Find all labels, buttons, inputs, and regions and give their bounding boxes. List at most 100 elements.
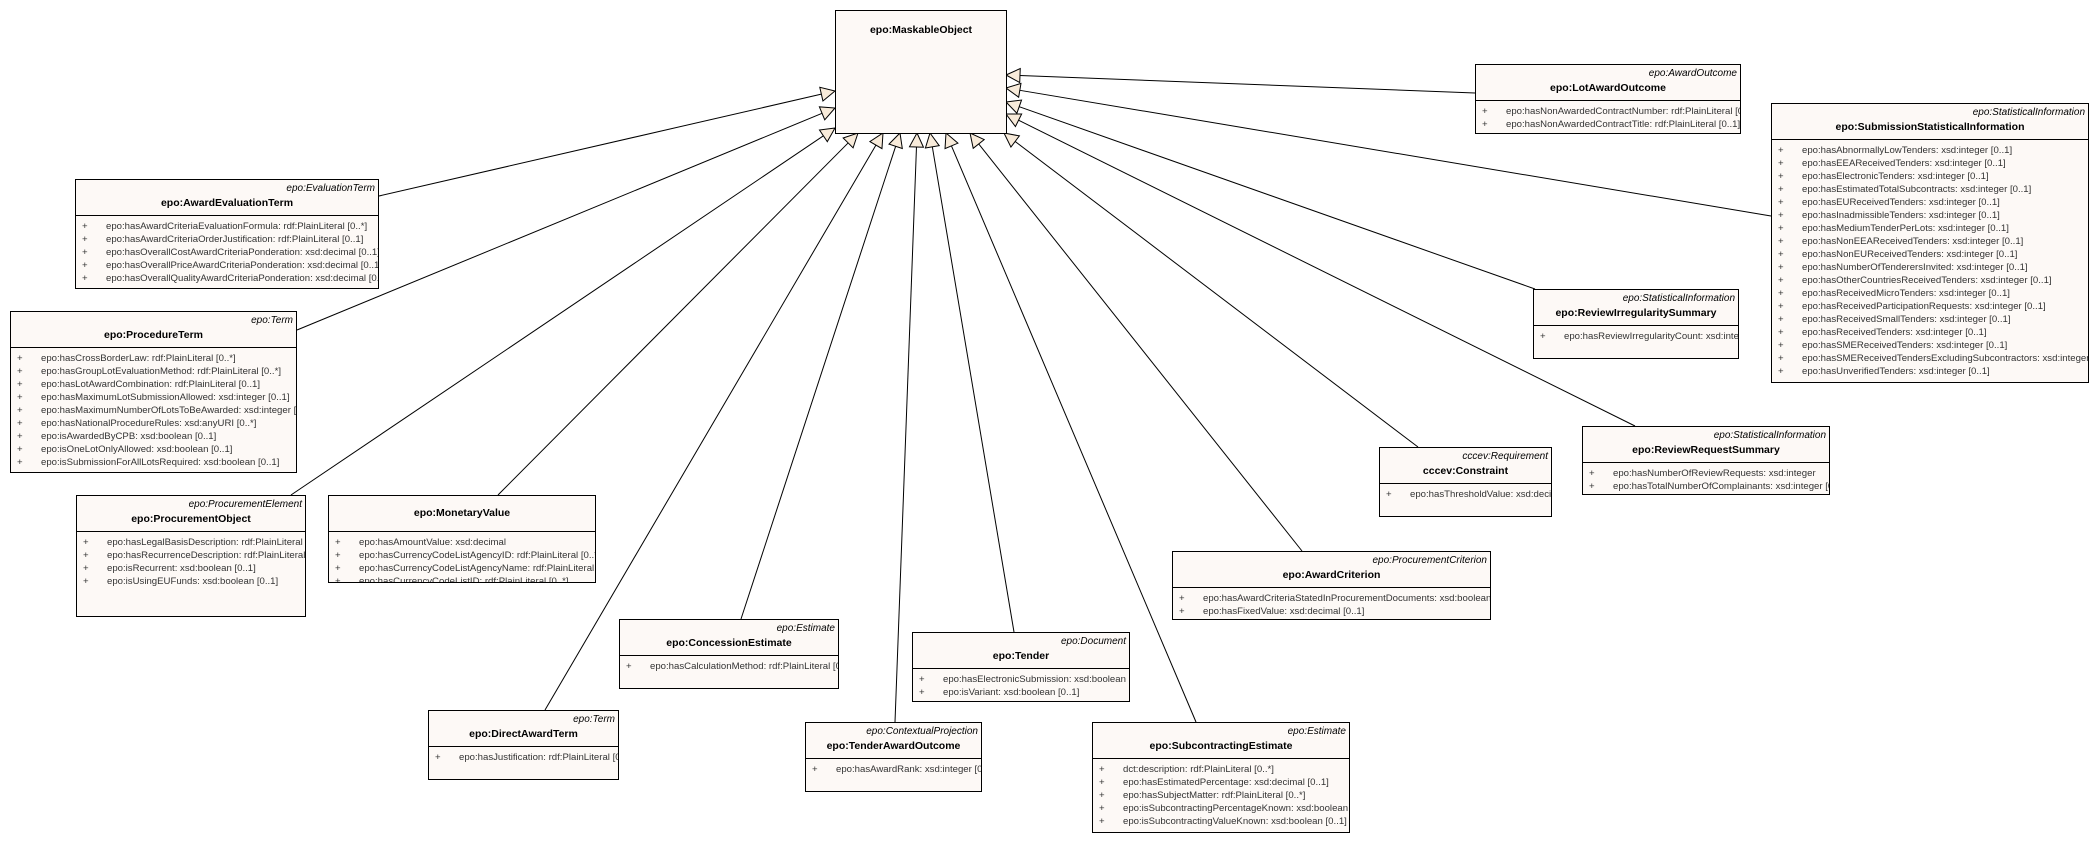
attribute-row[interactable]: +epo:hasOtherCountriesReceivedTenders: x… bbox=[1772, 274, 2088, 287]
attribute-row[interactable]: +epo:hasReviewIrregularityCount: xsd:int… bbox=[1534, 330, 1738, 343]
attribute-row[interactable]: +epo:hasLegalBasisDescription: rdf:Plain… bbox=[77, 536, 305, 549]
attribute-row[interactable]: +epo:hasAbnormallyLowTenders: xsd:intege… bbox=[1772, 144, 2088, 157]
attribute-row[interactable]: +epo:hasInadmissibleTenders: xsd:integer… bbox=[1772, 209, 2088, 222]
generalization-line-monetary-value[interactable] bbox=[497, 142, 849, 496]
attribute-row[interactable]: +epo:hasNationalProcedureRules: xsd:anyU… bbox=[11, 417, 296, 430]
attribute-row[interactable]: +epo:hasReceivedSmallTenders: xsd:intege… bbox=[1772, 313, 2088, 326]
attribute-row[interactable]: +epo:hasOverallQualityAwardCriteriaPonde… bbox=[76, 272, 378, 285]
attribute-row[interactable]: +epo:hasCurrencyCodeListAgencyName: rdf:… bbox=[329, 562, 595, 575]
attribute-row[interactable]: +epo:hasCurrencyCodeListID: rdf:PlainLit… bbox=[329, 575, 595, 582]
public-visibility-icon: + bbox=[1778, 210, 1784, 221]
public-visibility-icon: + bbox=[335, 550, 341, 561]
attribute-row[interactable]: +epo:hasAmountValue: xsd:decimal bbox=[329, 536, 595, 549]
attribute-row[interactable]: +epo:hasLotAwardCombination: rdf:PlainLi… bbox=[11, 378, 296, 391]
attribute-row[interactable]: +epo:hasAwardRank: xsd:integer [0..1] bbox=[806, 763, 981, 776]
generalization-line-constraint[interactable] bbox=[1014, 141, 1419, 448]
attribute-row[interactable]: +epo:hasMaximumLotSubmissionAllowed: xsd… bbox=[11, 391, 296, 404]
attribute-row[interactable]: +epo:hasSMEReceivedTenders: xsd:integer … bbox=[1772, 339, 2088, 352]
attribute-row[interactable]: +epo:hasUnverifiedTenders: xsd:integer [… bbox=[1772, 365, 2088, 378]
attribute-row[interactable]: +epo:isSubcontractingPercentageKnown: xs… bbox=[1093, 802, 1349, 815]
attribute-row[interactable]: +epo:hasCrossBorderLaw: rdf:PlainLiteral… bbox=[11, 352, 296, 365]
attribute-row[interactable]: +epo:hasSMEReceivedTendersExcludingSubco… bbox=[1772, 352, 2088, 365]
attribute-row[interactable]: +epo:hasOverallPriceAwardCriteriaPondera… bbox=[76, 259, 378, 272]
attribute-row[interactable]: +epo:hasReceivedParticipationRequests: x… bbox=[1772, 300, 2088, 313]
class-name: epo:ProcedureTerm bbox=[104, 329, 203, 341]
attribute-row[interactable]: +epo:hasElectronicSubmission: xsd:boolea… bbox=[913, 673, 1129, 686]
class-stereotype: epo:Term bbox=[251, 315, 293, 326]
public-visibility-icon: + bbox=[1778, 236, 1784, 247]
attribute-row[interactable]: +epo:isOneLotOnlyAllowed: xsd:boolean [0… bbox=[11, 443, 296, 456]
generalization-line-procedure-term[interactable] bbox=[296, 112, 823, 331]
attribute-row[interactable]: +epo:hasElectronicTenders: xsd:integer [… bbox=[1772, 170, 2088, 183]
attribute-row[interactable]: +epo:hasGroupLotEvaluationMethod: rdf:Pl… bbox=[11, 365, 296, 378]
attribute-row[interactable]: +epo:hasMediumTenderPerLots: xsd:integer… bbox=[1772, 222, 2088, 235]
generalization-line-review-request-summary[interactable] bbox=[1018, 119, 1636, 427]
public-visibility-icon: + bbox=[1778, 301, 1784, 312]
public-visibility-icon: + bbox=[812, 764, 818, 775]
attribute-text: epo:hasNumberOfTenderersInvited: xsd:int… bbox=[1802, 262, 2028, 273]
attribute-row[interactable]: +epo:hasAwardCriteriaEvaluationFormula: … bbox=[76, 220, 378, 233]
attribute-row[interactable]: +epo:hasRecurrenceDescription: rdf:Plain… bbox=[77, 549, 305, 562]
attribute-text: epo:hasLotAwardCombination: rdf:PlainLit… bbox=[41, 379, 261, 390]
generalization-line-tender-award-outcome[interactable] bbox=[894, 146, 917, 723]
attribute-row[interactable]: +epo:hasCurrencyCodeListAgencyID: rdf:Pl… bbox=[329, 549, 595, 562]
attribute-row[interactable]: +epo:hasNumberOfTenderersInvited: xsd:in… bbox=[1772, 261, 2088, 274]
attribute-row[interactable]: +epo:hasEstimatedTotalSubcontracts: xsd:… bbox=[1772, 183, 2088, 196]
attribute-row[interactable]: +epo:hasCalculationMethod: rdf:PlainLite… bbox=[620, 660, 838, 673]
attribute-row[interactable]: +epo:hasEUReceivedTenders: xsd:integer [… bbox=[1772, 196, 2088, 209]
class-maskable-object[interactable]: epo:MaskableObject bbox=[835, 10, 1007, 134]
generalization-line-award-evaluation-term[interactable] bbox=[378, 93, 822, 197]
generalization-line-subcontracting-estimate[interactable] bbox=[951, 145, 1197, 723]
attribute-row[interactable]: +epo:hasJustification: rdf:PlainLiteral … bbox=[429, 751, 618, 764]
attribute-row[interactable]: +epo:isUsingEUFunds: xsd:boolean [0..1] bbox=[77, 575, 305, 588]
class-monetary-value[interactable]: epo:MonetaryValue+epo:hasAmountValue: xs… bbox=[328, 495, 596, 583]
attribute-row[interactable]: +epo:hasEEAReceivedTenders: xsd:integer … bbox=[1772, 157, 2088, 170]
attribute-row[interactable]: +epo:hasAwardCriteriaOrderJustification:… bbox=[76, 233, 378, 246]
attribute-row[interactable]: +epo:hasEstimatedPercentage: xsd:decimal… bbox=[1093, 776, 1349, 789]
generalization-line-lot-award-outcome[interactable] bbox=[1019, 75, 1476, 94]
attribute-row[interactable]: +epo:hasReceivedMicroTenders: xsd:intege… bbox=[1772, 287, 2088, 300]
attribute-row[interactable]: +epo:isAwardedByCPB: xsd:boolean [0..1] bbox=[11, 430, 296, 443]
attribute-row[interactable]: +epo:isVariant: xsd:boolean [0..1] bbox=[913, 686, 1129, 699]
attribute-row[interactable]: +epo:isSubcontractingValueKnown: xsd:boo… bbox=[1093, 815, 1349, 828]
attribute-row[interactable]: +epo:isSubmissionForAllLotsRequired: xsd… bbox=[11, 456, 296, 469]
attribute-row[interactable]: +epo:hasOverallCostAwardCriteriaPonderat… bbox=[76, 246, 378, 259]
generalization-line-submission-statistical-information[interactable] bbox=[1019, 89, 1772, 217]
attribute-row[interactable]: +epo:hasNonAwardedContractNumber: rdf:Pl… bbox=[1476, 105, 1740, 118]
generalization-line-direct-award-term[interactable] bbox=[544, 144, 877, 711]
generalization-line-concession-estimate[interactable] bbox=[740, 146, 897, 620]
attribute-row[interactable]: +epo:isRecurrent: xsd:boolean [0..1] bbox=[77, 562, 305, 575]
attribute-row[interactable]: +epo:hasNonEUReceivedTenders: xsd:intege… bbox=[1772, 248, 2088, 261]
generalization-line-tender[interactable] bbox=[931, 146, 1015, 633]
attribute-row[interactable]: +epo:hasNumberOfReviewRequests: xsd:inte… bbox=[1583, 467, 1829, 480]
attribute-row[interactable]: +epo:hasSubjectMatter: rdf:PlainLiteral … bbox=[1093, 789, 1349, 802]
attribute-row[interactable]: +epo:hasReceivedTenders: xsd:integer [0.… bbox=[1772, 326, 2088, 339]
attribute-row[interactable]: +dct:description: rdf:PlainLiteral [0..*… bbox=[1093, 763, 1349, 776]
generalization-line-award-criterion[interactable] bbox=[978, 143, 1303, 552]
attribute-row[interactable]: +epo:hasMaximumNumberOfLotsToBeAwarded: … bbox=[11, 404, 296, 417]
generalization-line-procurement-object[interactable] bbox=[290, 135, 824, 496]
attribute-list: +epo:hasCrossBorderLaw: rdf:PlainLiteral… bbox=[11, 348, 296, 469]
attribute-row[interactable]: +epo:hasTotalNumberOfComplainants: xsd:i… bbox=[1583, 480, 1829, 493]
attribute-text: epo:hasAbnormallyLowTenders: xsd:integer… bbox=[1802, 145, 2013, 156]
attribute-row[interactable]: +epo:hasNonAwardedContractTitle: rdf:Pla… bbox=[1476, 118, 1740, 131]
generalization-line-review-irregularity-summary[interactable] bbox=[1019, 106, 1536, 290]
class-procedure-term[interactable]: epo:Term epo:ProcedureTerm +epo:hasCrossBo… bbox=[10, 311, 297, 473]
attribute-row[interactable]: +epo:hasNonEEAReceivedTenders: xsd:integ… bbox=[1772, 235, 2088, 248]
attribute-row[interactable]: +epo:hasAwardCriteriaStatedInProcurement… bbox=[1173, 592, 1490, 605]
attribute-row[interactable]: +epo:hasFixedValue: xsd:decimal [0..1] bbox=[1173, 605, 1490, 618]
attribute-row[interactable]: +epo:hasThresholdValue: xsd:decimal bbox=[1380, 488, 1551, 501]
